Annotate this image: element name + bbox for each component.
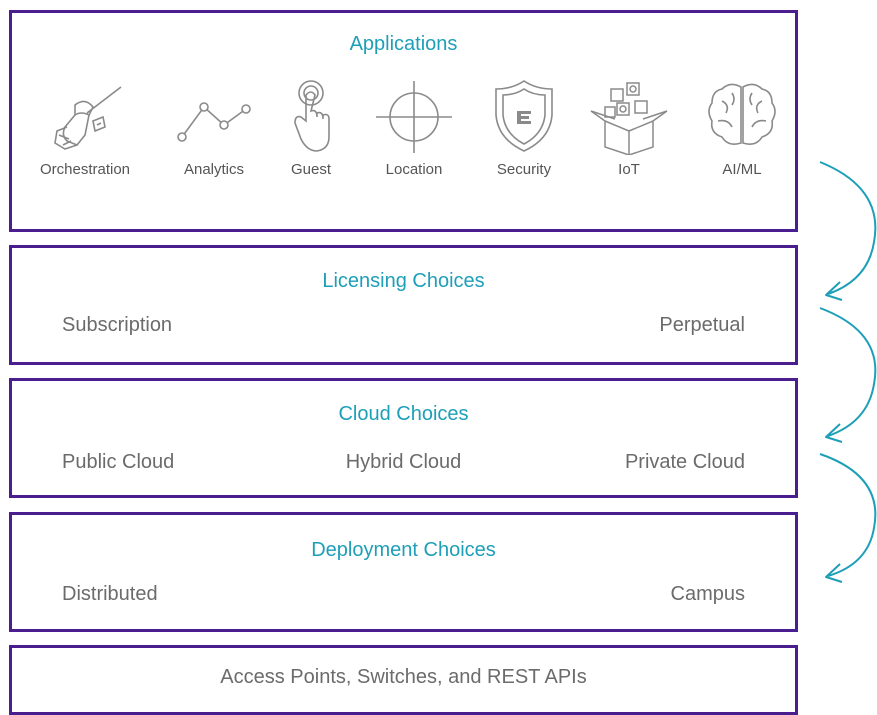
location-icon — [376, 81, 452, 153]
arrow-apps-to-licensing — [819, 161, 877, 301]
cloud-title: Cloud Choices — [338, 403, 469, 425]
deployment-box: Deployment Choices Distributed Campus — [9, 512, 798, 632]
app-security: Security — [464, 75, 584, 178]
app-iot: IoT — [569, 75, 689, 178]
analytics-icon — [177, 102, 251, 142]
licensing-perpetual: Perpetual — [659, 314, 745, 336]
app-label-analytics: Analytics — [183, 161, 245, 178]
app-label-location: Location — [385, 161, 443, 178]
ai-ml-icon — [708, 83, 776, 145]
app-label-aiml: AI/ML — [722, 161, 762, 178]
cloud-hybrid: Hybrid Cloud — [345, 451, 462, 473]
app-label-orchestration: Orchestration — [39, 161, 131, 178]
app-orchestration: Orchestration — [25, 75, 145, 178]
licensing-box: Licensing Choices Subscription Perpetual — [9, 245, 798, 365]
guest-icon — [294, 80, 330, 152]
app-analytics: Analytics — [154, 75, 274, 178]
applications-title: Applications — [349, 33, 458, 55]
app-guest: Guest — [251, 75, 371, 178]
licensing-title: Licensing Choices — [322, 270, 485, 292]
deployment-title: Deployment Choices — [311, 539, 496, 561]
base-box: Access Points, Switches, and REST APIs — [9, 645, 798, 715]
cloud-box: Cloud Choices Public Cloud Hybrid Cloud … — [9, 378, 798, 498]
base-label: Access Points, Switches, and REST APIs — [220, 666, 587, 688]
app-label-security: Security — [496, 161, 552, 178]
security-icon — [495, 80, 553, 152]
app-label-iot: IoT — [618, 161, 640, 178]
deployment-distributed: Distributed — [62, 583, 158, 605]
app-aiml: AI/ML — [682, 75, 802, 178]
app-location: Location — [354, 75, 474, 178]
cloud-public: Public Cloud — [62, 451, 175, 473]
applications-box: Applications Orchestration Analytics — [9, 10, 798, 232]
flow-arrows — [819, 161, 877, 583]
cloud-private: Private Cloud — [624, 451, 745, 473]
arrow-licensing-to-cloud — [819, 307, 877, 443]
deployment-campus: Campus — [670, 583, 745, 605]
licensing-subscription: Subscription — [62, 314, 173, 336]
arrow-cloud-to-deployment — [819, 453, 877, 583]
iot-icon — [590, 82, 668, 155]
orchestration-icon — [54, 86, 122, 150]
app-label-guest: Guest — [290, 161, 332, 178]
